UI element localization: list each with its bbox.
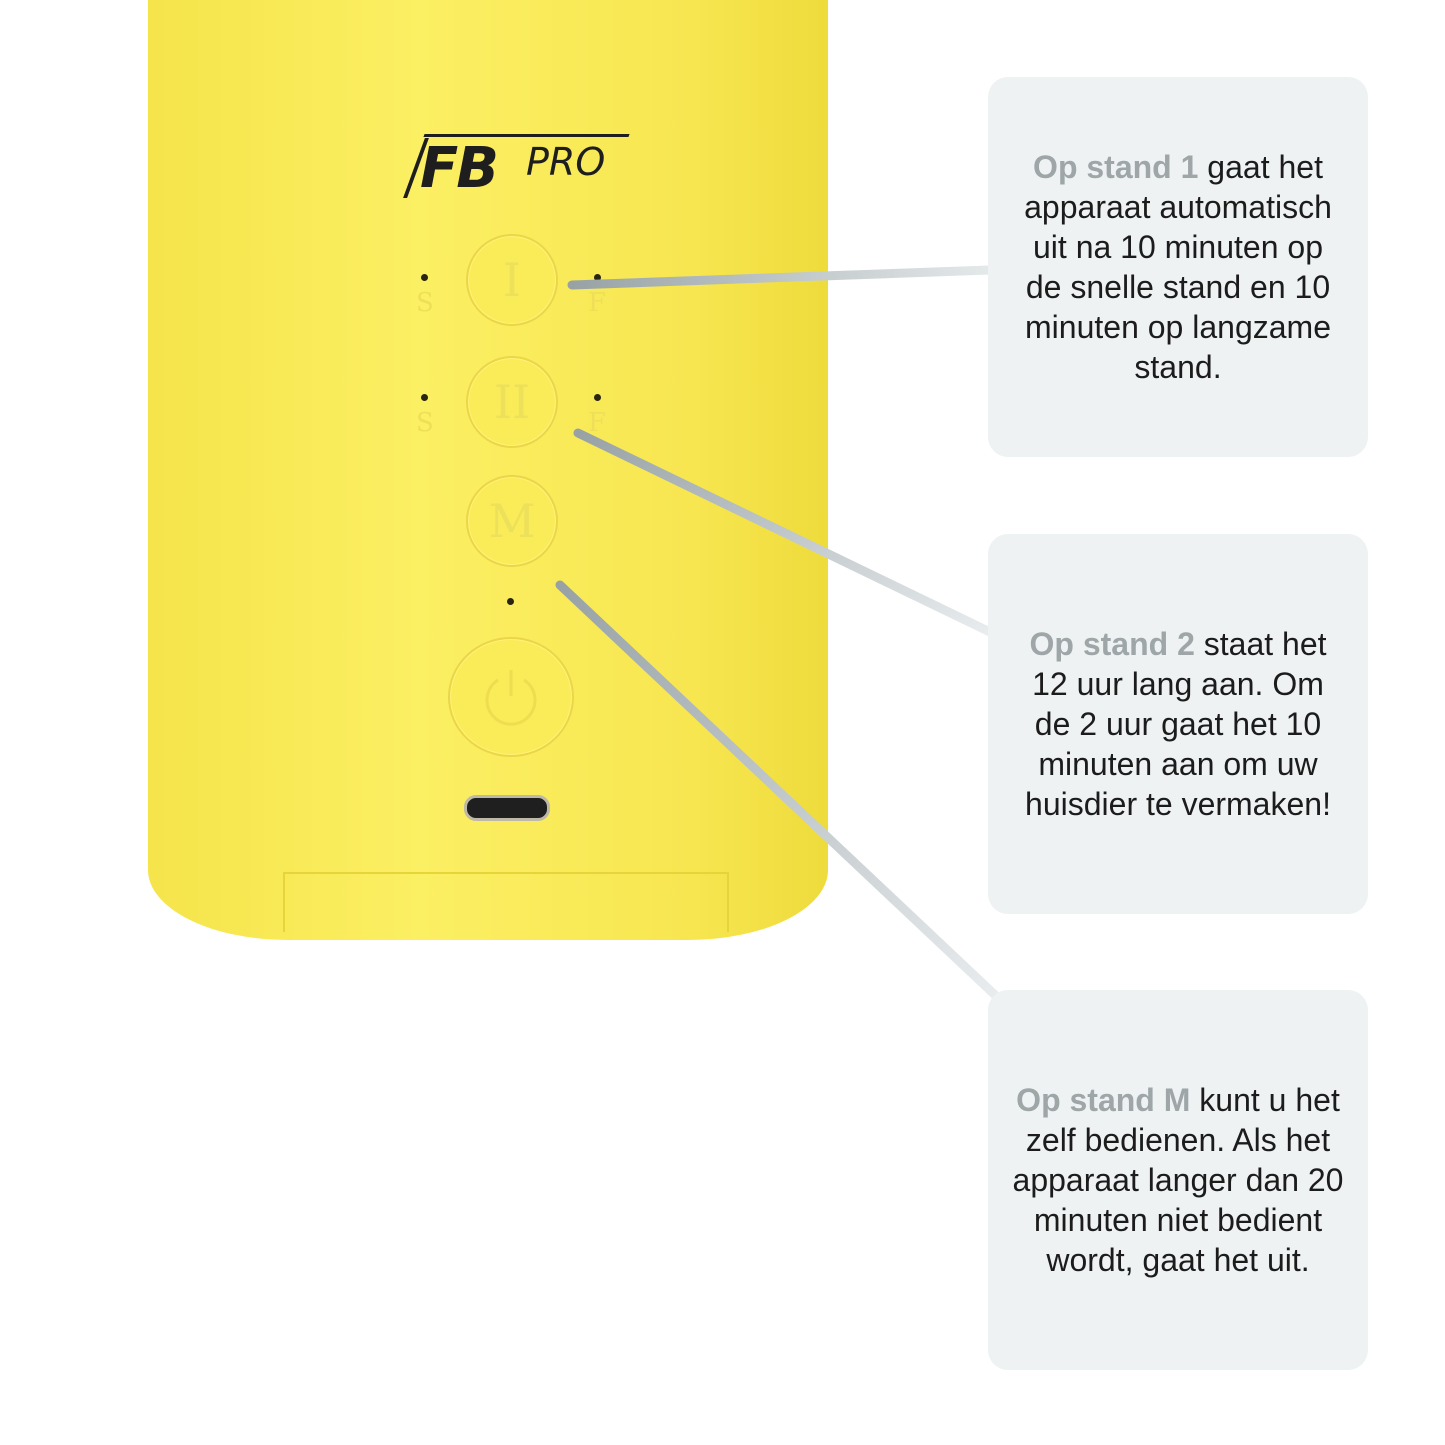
- info-card-stand-1: Op stand 1 gaat het apparaat automatisch…: [988, 77, 1368, 457]
- card-body: kunt u het zelf bedienen. Als het appara…: [1012, 1082, 1344, 1278]
- usb-port: [464, 795, 550, 821]
- card-text: Op stand 1 gaat het apparaat automatisch…: [1012, 147, 1344, 387]
- brand-logo: FB PRO: [403, 128, 633, 208]
- info-card-stand-2: Op stand 2 staat het 12 uur lang aan. Om…: [988, 534, 1368, 914]
- device-body: [148, 0, 828, 940]
- mode-1-button[interactable]: I: [466, 234, 558, 326]
- mode-2-button[interactable]: II: [466, 356, 558, 448]
- indicator-dot: [421, 394, 428, 401]
- card-body: gaat het apparaat automatisch uit na 10 …: [1024, 149, 1332, 385]
- mode-m-button[interactable]: M: [466, 475, 558, 567]
- info-card-stand-m: Op stand M kunt u het zelf bedienen. Als…: [988, 990, 1368, 1370]
- card-text: Op stand M kunt u het zelf bedienen. Als…: [1012, 1080, 1344, 1280]
- logo-pro: PRO: [526, 140, 606, 184]
- callout-line-2: [573, 428, 995, 637]
- power-icon: [485, 670, 537, 726]
- label-s: S: [416, 408, 434, 438]
- label-f: F: [588, 408, 607, 438]
- card-highlight: Op stand 2: [1029, 626, 1195, 662]
- indicator-dot: [421, 274, 428, 281]
- callout-line-1: [567, 265, 995, 290]
- indicator-dot: [594, 394, 601, 401]
- label-s: S: [416, 288, 434, 318]
- logo-fb: FB: [420, 136, 499, 201]
- device-base: [283, 872, 729, 932]
- card-highlight: Op stand 1: [1033, 149, 1199, 185]
- card-text: Op stand 2 staat het 12 uur lang aan. Om…: [1012, 624, 1344, 824]
- callout-line-m: [555, 580, 1000, 1000]
- label-f: F: [588, 288, 607, 318]
- indicator-dot: [594, 274, 601, 281]
- power-button[interactable]: [448, 637, 574, 757]
- card-body: staat het 12 uur lang aan. Om de 2 uur g…: [1025, 626, 1331, 822]
- indicator-dot: [507, 598, 514, 605]
- card-highlight: Op stand M: [1016, 1082, 1191, 1118]
